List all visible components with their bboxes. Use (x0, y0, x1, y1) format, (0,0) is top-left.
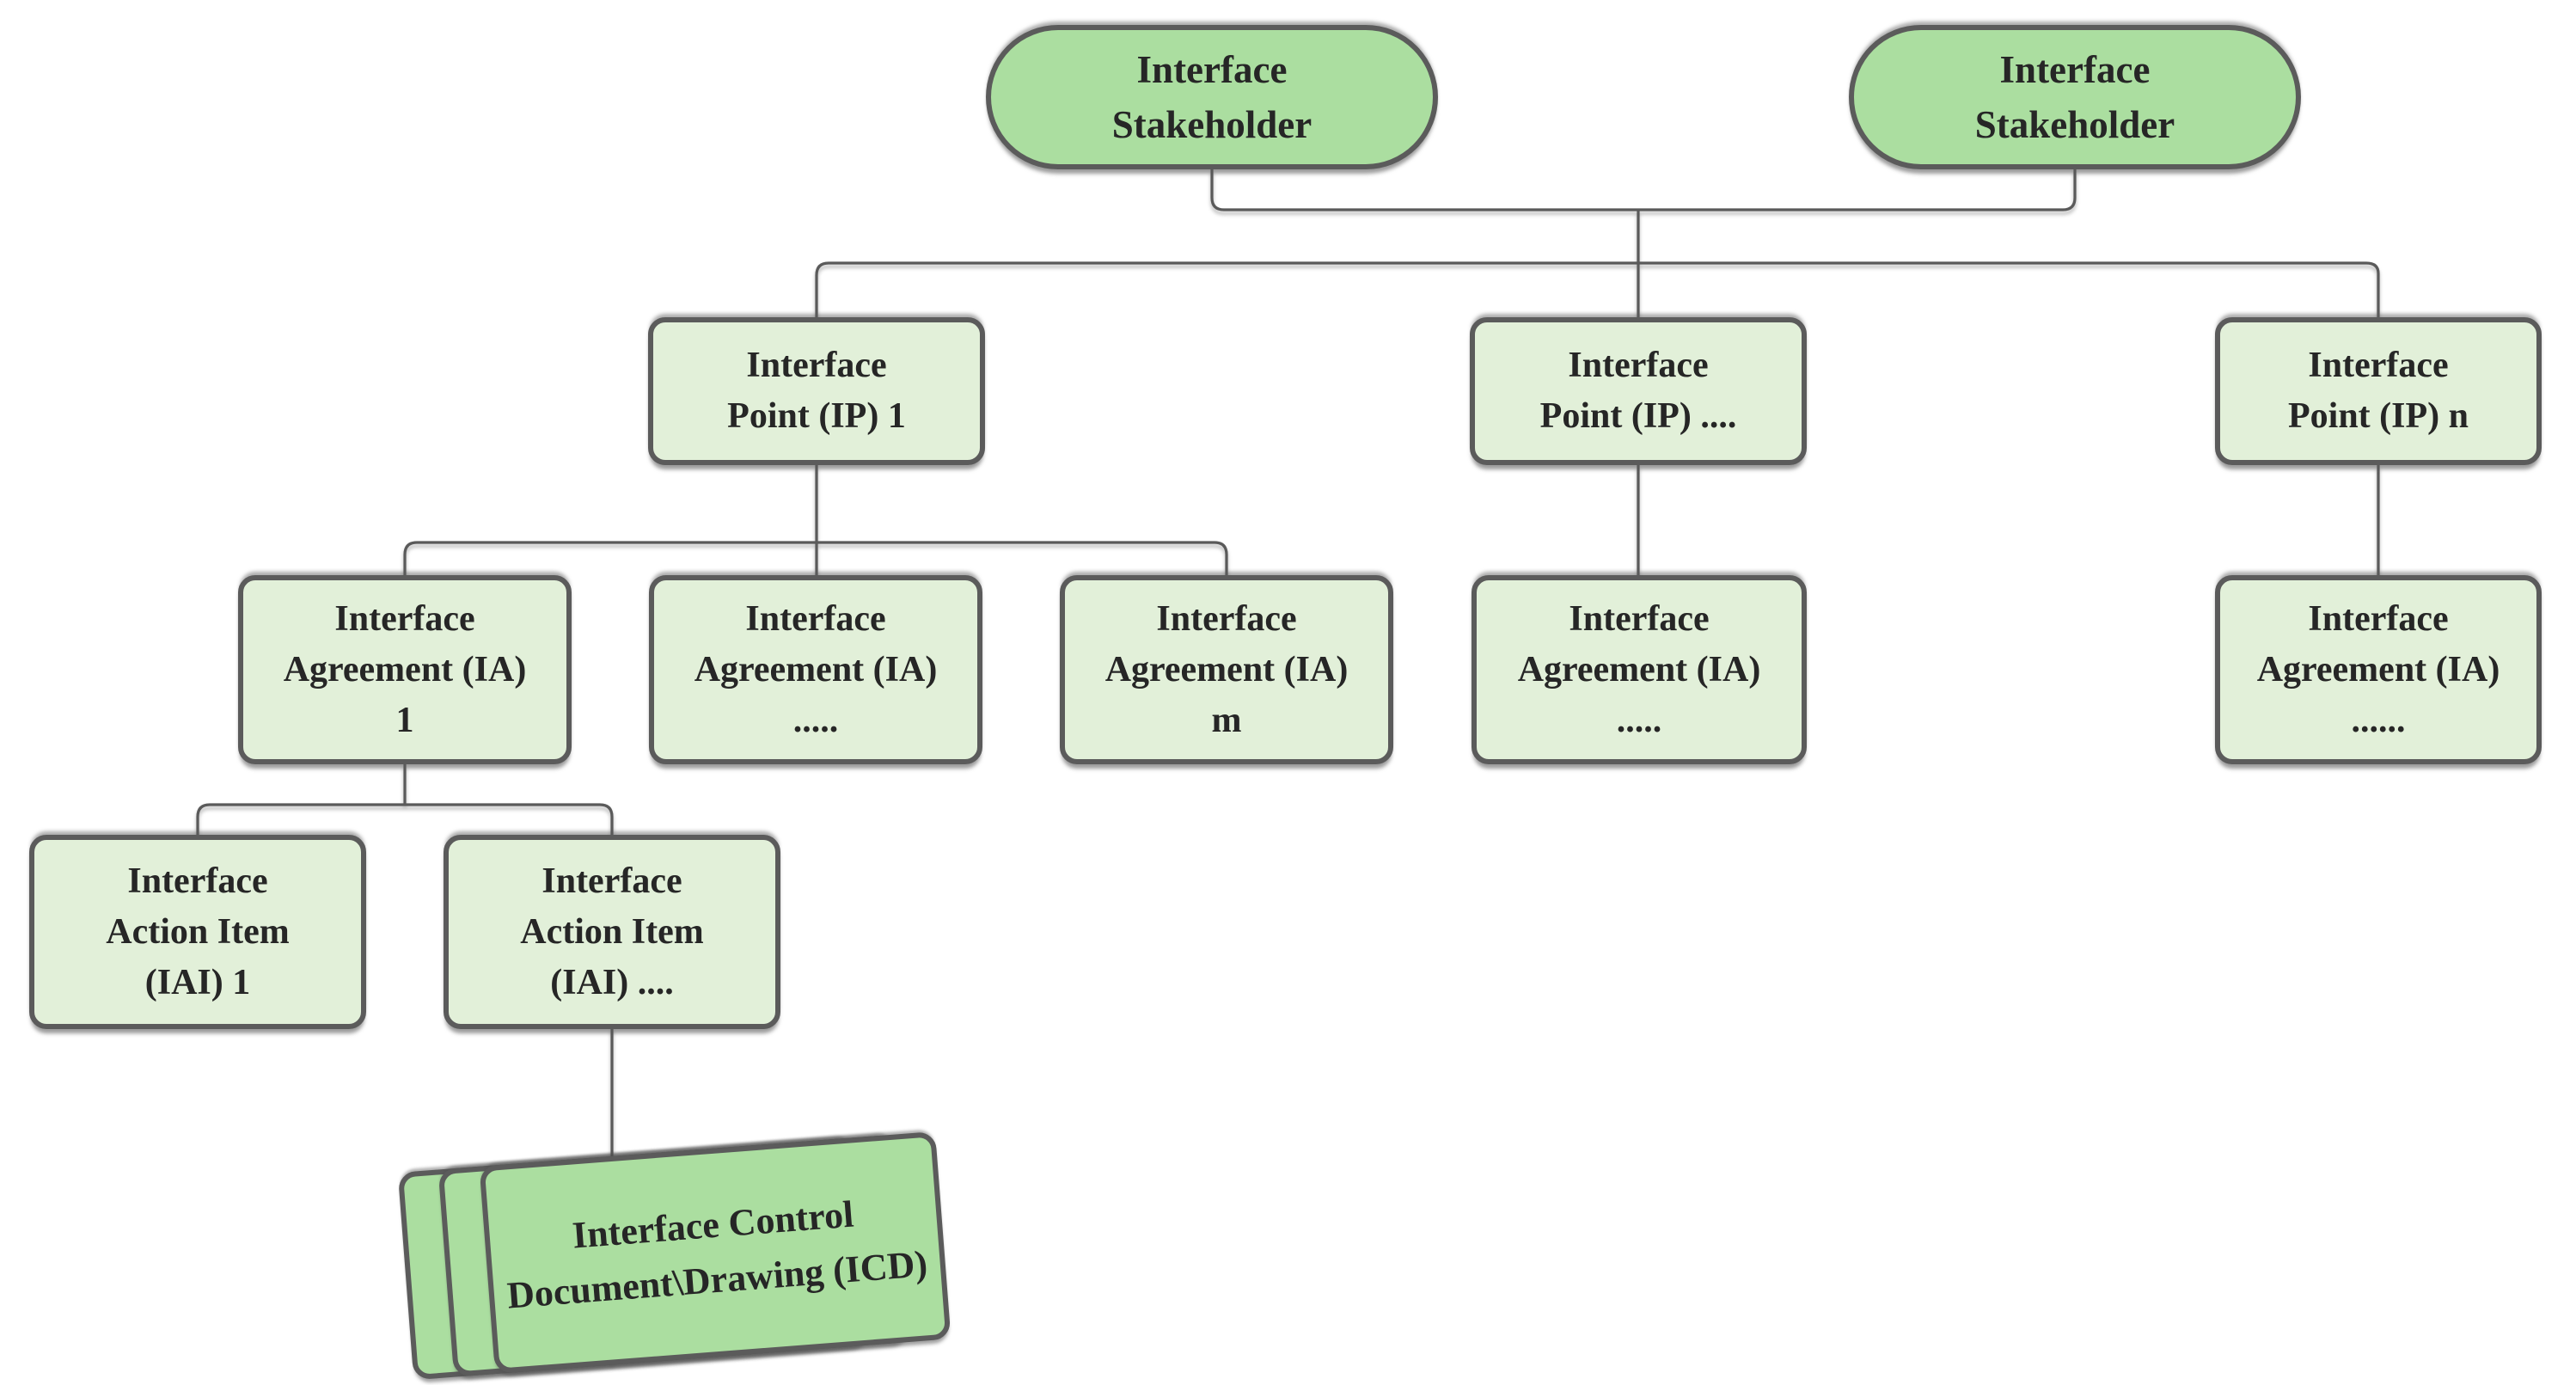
node-label: Interface Action Item (IAI) .... (520, 861, 704, 1002)
node-label: Interface Stakeholder (1974, 48, 2175, 146)
node-interface-stakeholder-right: Interface Stakeholder (1849, 25, 2301, 169)
node-interface-point-n: Interface Point (IP) n (2215, 317, 2542, 465)
node-interface-agreement-ellipsis-b: Interface Agreement (IA) ..... (1472, 575, 1807, 764)
connector-ip-rail (815, 261, 2380, 317)
connector-iai-rail (196, 803, 614, 835)
node-label: Interface Agreement (IA) ..... (694, 598, 938, 740)
node-icd-document-stack: Interface Control Document\Drawing (ICD) (397, 1131, 951, 1381)
node-label: Interface Agreement (IA) ...... (2256, 598, 2500, 740)
node-interface-agreement-ellipsis-c: Interface Agreement (IA) ...... (2215, 575, 2542, 764)
node-label: Interface Stakeholder (1111, 48, 1312, 146)
node-label: Interface Point (IP) .... (1539, 346, 1737, 436)
node-label: Interface Action Item (IAI) 1 (106, 861, 290, 1002)
node-interface-agreement-ellipsis-a: Interface Agreement (IA) ..... (649, 575, 982, 764)
node-interface-agreement-m: Interface Agreement (IA) m (1060, 575, 1393, 764)
node-interface-action-item-1: Interface Action Item (IAI) 1 (29, 835, 366, 1029)
node-label: Interface Agreement (IA) ..... (1517, 598, 1761, 740)
node-interface-agreement-1: Interface Agreement (IA) 1 (238, 575, 572, 764)
node-interface-action-item-ellipsis: Interface Action Item (IAI) .... (444, 835, 780, 1029)
node-interface-point-1: Interface Point (IP) 1 (648, 317, 985, 465)
node-label: Interface Control Document\Drawing (ICD) (505, 1192, 929, 1317)
node-interface-stakeholder-left: Interface Stakeholder (986, 25, 1438, 169)
connector-stakeholders-join (1210, 169, 2077, 211)
node-label: Interface Agreement (IA) m (1104, 598, 1349, 740)
node-label: Interface Point (IP) n (2288, 346, 2469, 436)
node-label: Interface Point (IP) 1 (727, 346, 906, 436)
icd-front-card: Interface Control Document\Drawing (ICD) (479, 1131, 951, 1375)
node-label: Interface Agreement (IA) 1 (283, 598, 527, 740)
node-interface-point-ellipsis: Interface Point (IP) .... (1470, 317, 1807, 465)
connector-ia-rail (403, 541, 1228, 575)
